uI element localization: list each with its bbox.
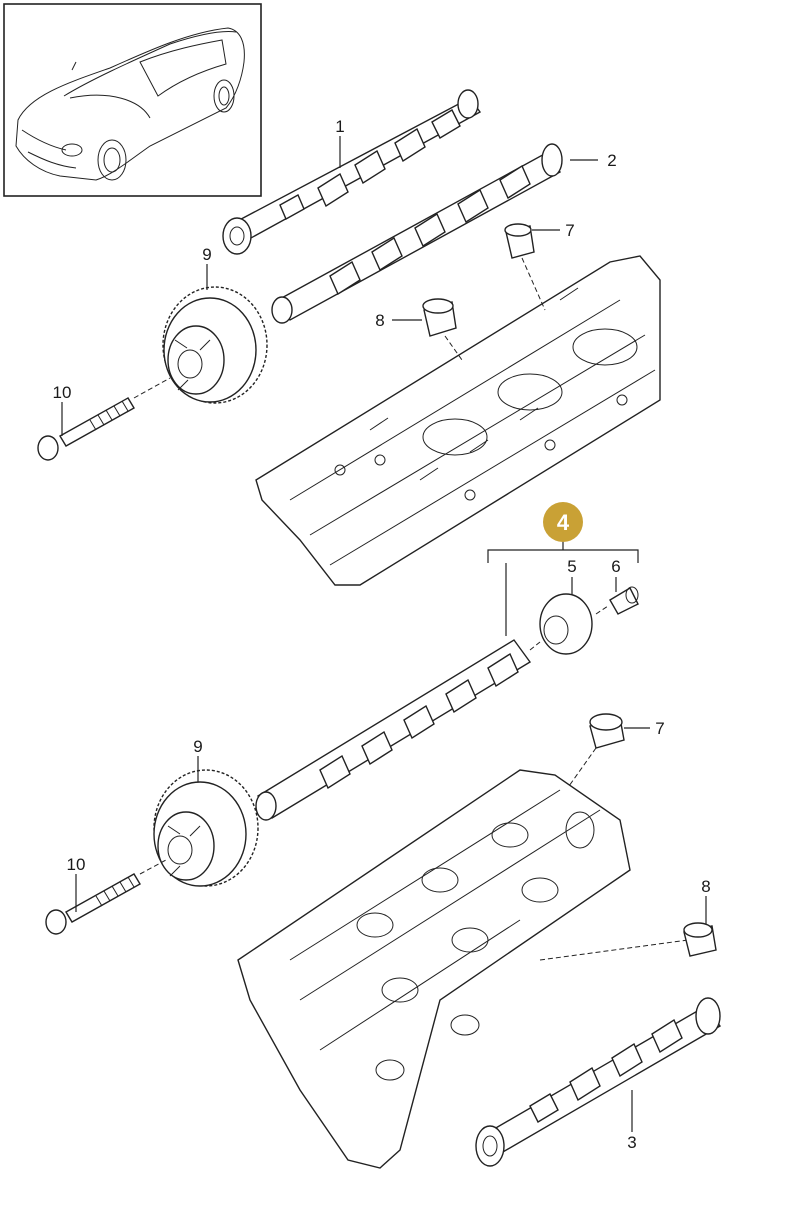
bolt-upper[interactable]: [37, 377, 171, 461]
bolt-lower[interactable]: [45, 859, 167, 935]
label-part-10-upper[interactable]: 10: [53, 383, 72, 402]
vehicle-thumbnail[interactable]: [3, 3, 262, 197]
camshaft-lower[interactable]: [475, 997, 722, 1167]
bushing[interactable]: [595, 586, 639, 615]
label-part-9-upper[interactable]: 9: [202, 245, 211, 264]
label-part-2[interactable]: 2: [607, 151, 616, 170]
cylinder-head-upper: [255, 255, 661, 586]
assembly-badge[interactable]: 4: [543, 502, 583, 542]
camshaft-upper[interactable]: [222, 89, 482, 255]
label-part-6[interactable]: 6: [611, 557, 620, 576]
label-part-4: 4: [557, 510, 570, 535]
sprocket-lower[interactable]: [153, 769, 259, 887]
label-part-5[interactable]: 5: [567, 557, 576, 576]
adjuster[interactable]: [529, 593, 593, 655]
badge-circle: [543, 502, 583, 542]
car-icon: [15, 27, 245, 181]
leader-lines: [61, 136, 707, 1132]
bucket-lower[interactable]: [683, 922, 717, 957]
label-part-3[interactable]: 3: [627, 1133, 636, 1152]
label-part-10-lower[interactable]: 10: [67, 855, 86, 874]
label-part-9-lower[interactable]: 9: [193, 737, 202, 756]
label-part-7-upper[interactable]: 7: [565, 221, 574, 240]
camshaft-assembly[interactable]: [255, 639, 532, 821]
bucket-upper[interactable]: [422, 298, 463, 361]
cylinder-head-lower: [237, 769, 689, 1169]
label-part-1[interactable]: 1: [335, 117, 344, 136]
tappet-upper[interactable]: [504, 223, 546, 311]
label-part-7-lower[interactable]: 7: [655, 719, 664, 738]
label-part-8-lower[interactable]: 8: [701, 877, 710, 896]
sprocket-upper[interactable]: [162, 286, 268, 404]
camshaft-upper-right[interactable]: [271, 143, 563, 324]
label-part-8-upper[interactable]: 8: [375, 311, 384, 330]
